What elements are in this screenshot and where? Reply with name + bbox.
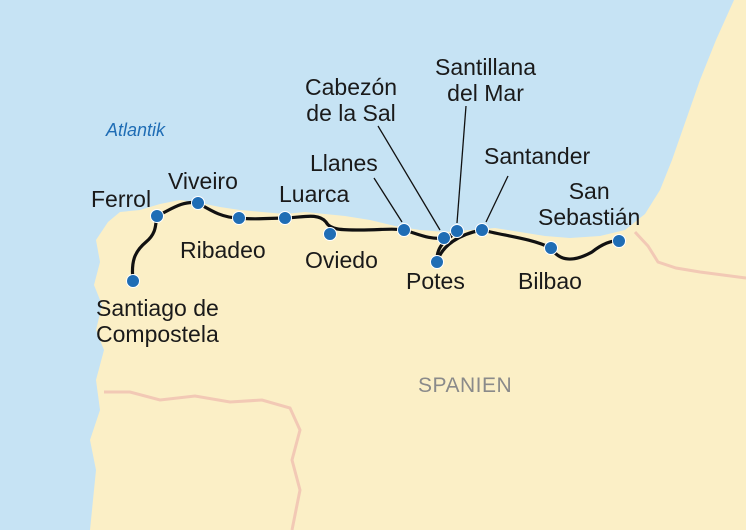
- label-viveiro-line-1: Viveiro: [168, 168, 238, 194]
- label-santillana-line-2: del Mar: [447, 80, 524, 106]
- stop-llanes: [397, 223, 411, 237]
- label-llanes-line-1: Llanes: [310, 150, 378, 176]
- stop-ribadeo: [232, 211, 246, 225]
- leader-santillana: [456, 105, 467, 224]
- label-santiago-line-2: Compostela: [96, 321, 219, 347]
- label-santiago-line-1: Santiago de: [96, 295, 219, 321]
- label-viveiro: Viveiro: [168, 168, 238, 194]
- label-potes: Potes: [406, 268, 465, 294]
- label-santander-line-1: Santander: [484, 143, 591, 169]
- label-ferrol: Ferrol: [91, 186, 151, 212]
- label-ferrol-line-1: Ferrol: [91, 186, 152, 212]
- label-santiago: Santiago de Compostela: [96, 295, 219, 347]
- stop-santiago: [126, 274, 140, 288]
- label-sansebastian: San Sebastián: [538, 178, 640, 230]
- route-line: [130, 200, 621, 283]
- label-ribadeo: Ribadeo: [180, 237, 266, 263]
- border-portugal: [104, 390, 302, 530]
- leader-santander: [485, 175, 509, 223]
- stop-ferrol: [150, 209, 164, 223]
- land-area: [90, 0, 746, 530]
- label-cabezon: Cabezón de la Sal: [305, 74, 397, 126]
- route-stops: [126, 196, 626, 288]
- stop-sansebastian: [612, 234, 626, 248]
- stop-santillana: [450, 224, 464, 238]
- label-bilbao-line-1: Bilbao: [518, 268, 582, 294]
- label-bilbao: Bilbao: [518, 268, 582, 294]
- label-oviedo: Oviedo: [305, 247, 378, 273]
- label-luarca: Luarca: [279, 181, 349, 207]
- label-cabezon-line-1: Cabezón: [305, 74, 398, 100]
- label-santander: Santander: [484, 143, 590, 169]
- stop-luarca: [278, 211, 292, 225]
- border-france: [633, 230, 746, 280]
- stop-viveiro: [191, 196, 205, 210]
- label-ribadeo-line-1: Ribadeo: [180, 237, 266, 263]
- stop-cabezon: [437, 231, 451, 245]
- label-luarca-line-1: Luarca: [279, 181, 350, 207]
- label-oviedo-line-1: Oviedo: [305, 247, 378, 273]
- label-llanes: Llanes: [310, 150, 378, 176]
- label-cabezon-line-2: de la Sal: [306, 100, 396, 126]
- label-santillana: Santillana del Mar: [435, 54, 536, 106]
- stop-potes: [430, 255, 444, 269]
- sea-label: Atlantik: [106, 120, 166, 140]
- stop-santander: [475, 223, 489, 237]
- label-santillana-line-1: Santillana: [435, 54, 537, 80]
- leader-cabezon: [377, 125, 441, 231]
- label-sansebastian-line-1: San: [568, 178, 610, 204]
- leader-llanes: [373, 177, 403, 223]
- stop-oviedo: [323, 227, 337, 241]
- leader-lines: [373, 105, 509, 231]
- label-sansebastian-line-2: Sebastián: [538, 204, 641, 230]
- country-label: SPANIEN: [418, 374, 513, 397]
- label-potes-line-1: Potes: [406, 268, 465, 294]
- stop-bilbao: [544, 241, 558, 255]
